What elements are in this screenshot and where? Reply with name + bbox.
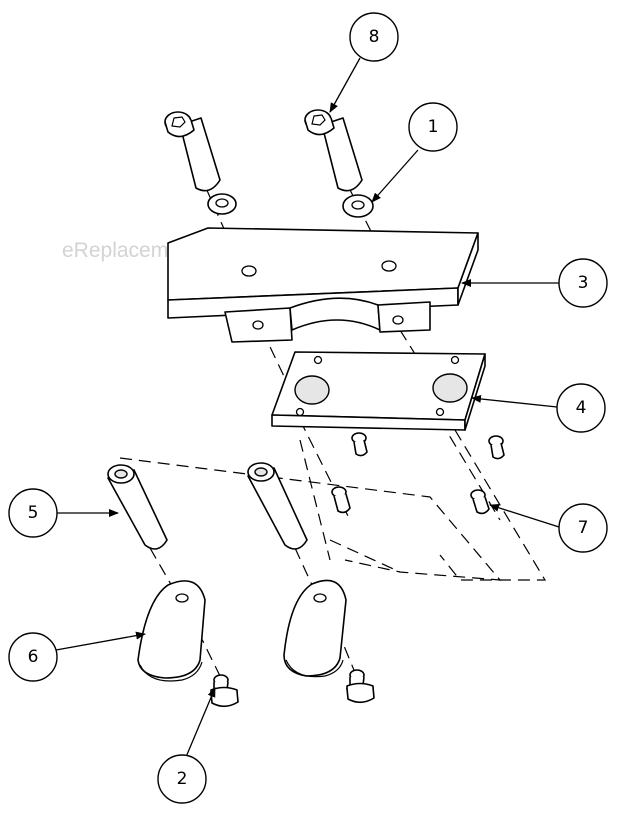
callout-1-label: 1 (428, 117, 439, 137)
callout-5: 5 (8, 488, 58, 538)
callout-8-label: 8 (369, 27, 380, 47)
callout-6-label: 6 (28, 647, 39, 667)
clamp-plate (167, 227, 479, 343)
callout-4-label: 4 (576, 398, 587, 418)
callout-7-label: 7 (578, 518, 589, 538)
standoff-right (247, 462, 308, 550)
callout-6: 6 (8, 632, 58, 682)
bottom-plate (271, 351, 486, 431)
small-screws (331, 432, 505, 515)
callout-7: 7 (558, 503, 608, 553)
bolt-left (164, 111, 221, 192)
callout-8: 8 (349, 12, 399, 62)
shoulder-screw-left (210, 674, 239, 708)
bolt-right (304, 109, 363, 192)
callout-3: 3 (558, 258, 608, 308)
cam-left (137, 580, 206, 682)
callout-2: 2 (157, 754, 207, 804)
cam-right (283, 579, 347, 678)
callout-5-label: 5 (28, 503, 39, 523)
callout-1: 1 (408, 102, 458, 152)
callout-4: 4 (556, 383, 606, 433)
washer-right (342, 194, 374, 218)
callout-2-label: 2 (177, 769, 188, 789)
standoff-left (107, 464, 168, 550)
callout-3-label: 3 (578, 273, 589, 293)
leader-lines (55, 57, 560, 758)
shoulder-screw-right (346, 669, 375, 704)
washer-left (207, 193, 237, 215)
